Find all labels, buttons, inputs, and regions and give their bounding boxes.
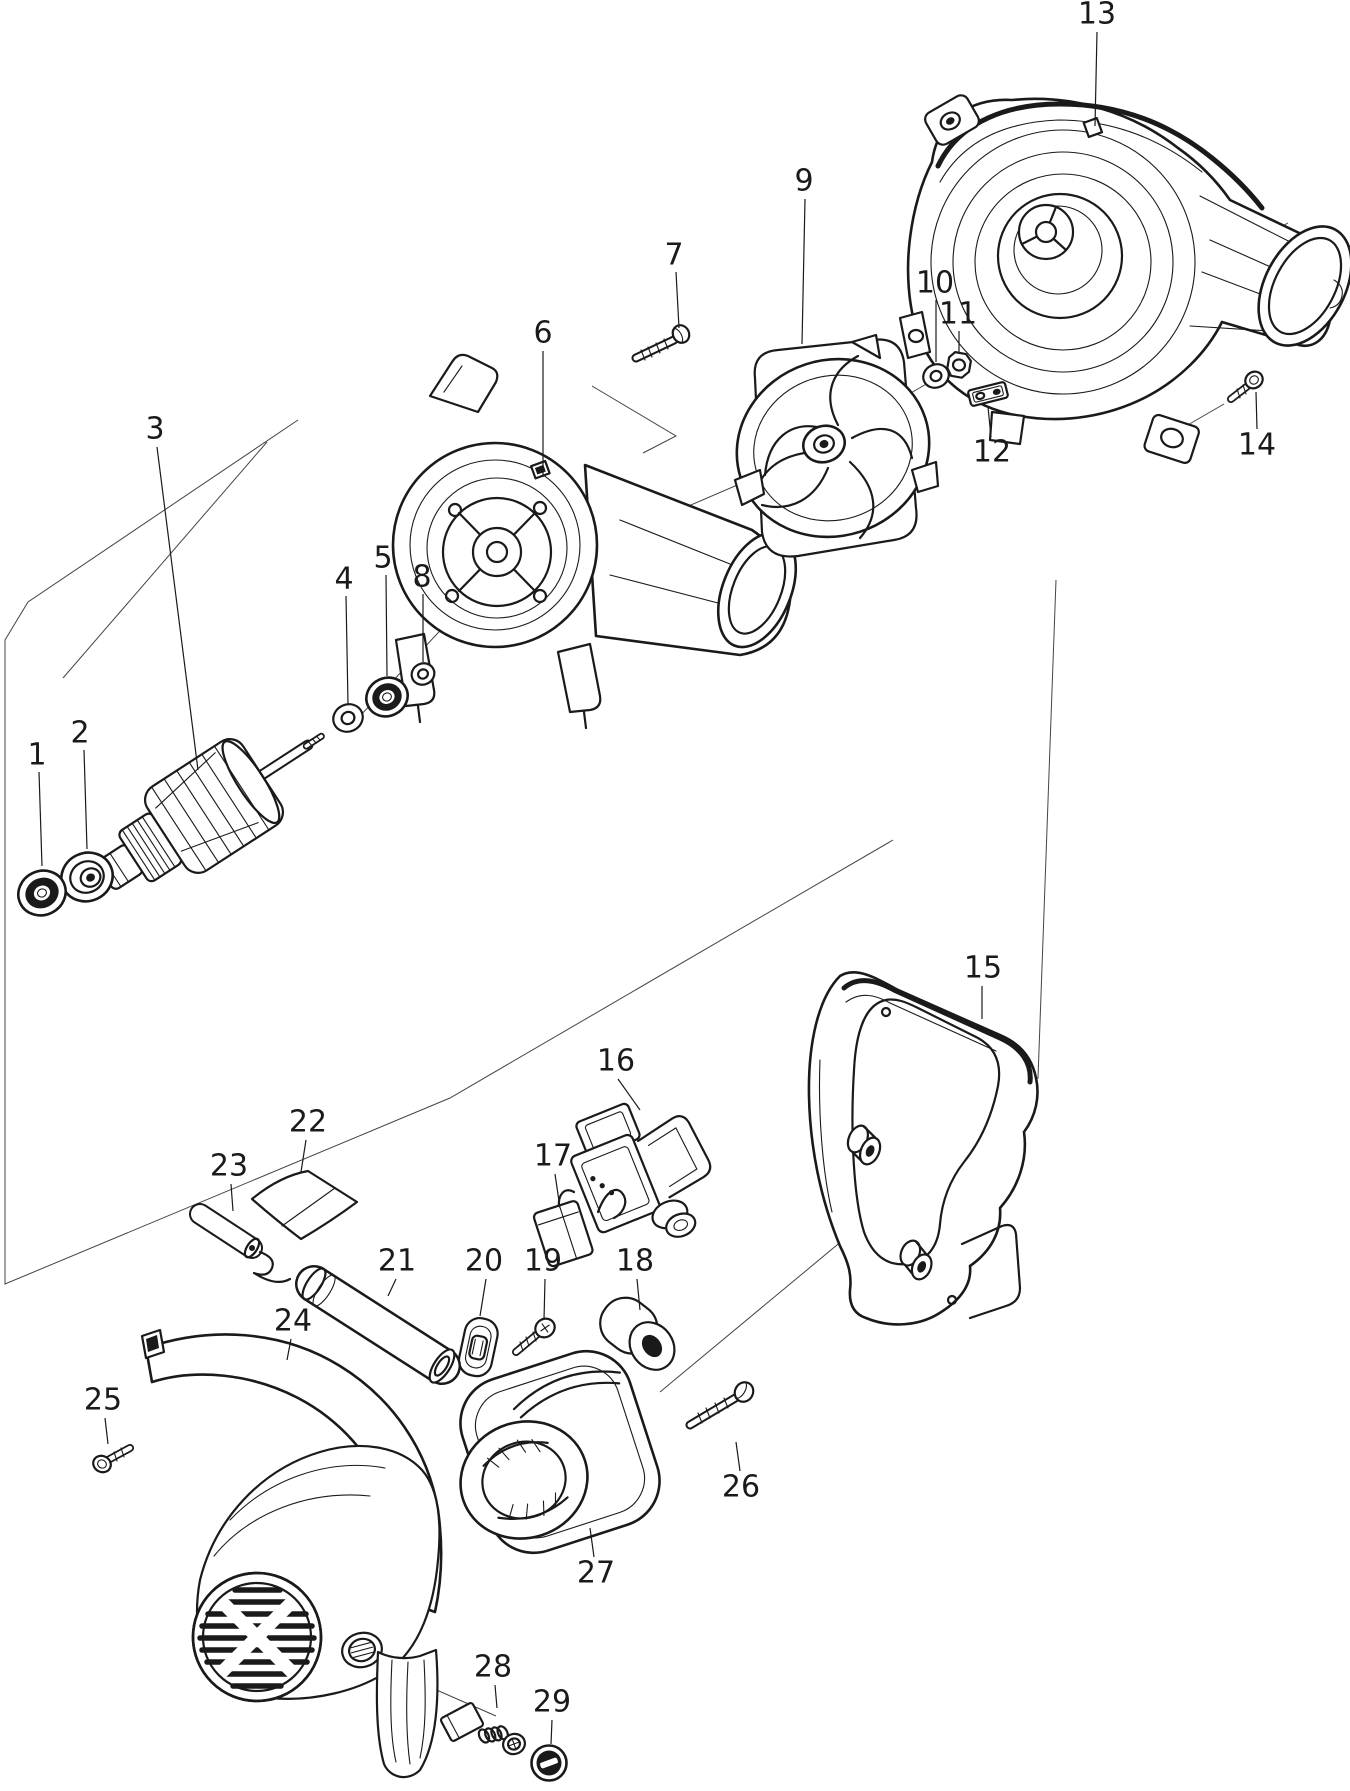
part-23-tube-drawing <box>189 1203 292 1284</box>
part-29-brush-cap-drawing <box>530 1744 568 1782</box>
callout-5: 5 <box>373 541 392 576</box>
part-6-blower-housing-drawing <box>391 353 798 730</box>
callout-leader-12 <box>987 406 992 438</box>
part-8-washer-drawing <box>410 662 436 686</box>
part-9-fan-drawing <box>733 333 940 558</box>
callout-27: 27 <box>577 1556 615 1591</box>
callout-leader-29 <box>550 1719 553 1745</box>
callout-leader-7 <box>675 271 680 329</box>
part-21-grip-tube-drawing <box>295 1265 461 1385</box>
callout-3: 3 <box>145 412 164 447</box>
part-19-screw-drawing <box>512 1317 556 1356</box>
callout-leader-23 <box>230 1183 234 1212</box>
callout-29: 29 <box>533 1685 571 1720</box>
callout-leader-2 <box>83 749 88 850</box>
callout-leader-17 <box>554 1173 561 1209</box>
part-18-sleeve-drawing <box>599 1296 676 1371</box>
callout-19: 19 <box>524 1244 562 1279</box>
part-11-nut-drawing <box>946 351 972 379</box>
part-20-plate-drawing <box>457 1316 499 1378</box>
part-7-screw-drawing <box>631 324 691 363</box>
callout-17: 17 <box>534 1139 572 1174</box>
part-27-field-drawing <box>459 1349 661 1555</box>
part-3-armature-drawing <box>96 732 325 890</box>
callout-4: 4 <box>334 562 353 597</box>
callout-leader-22 <box>300 1139 307 1173</box>
callout-22: 22 <box>289 1105 327 1140</box>
callout-20: 20 <box>465 1244 503 1279</box>
part-16-switch-drawing <box>570 1102 712 1238</box>
callouts-layer: 1234567891011121314151617181920212223242… <box>27 0 1276 1745</box>
part-17-capacitor-drawing <box>532 1188 627 1268</box>
callout-11: 11 <box>939 297 977 332</box>
callout-leader-27 <box>589 1527 595 1558</box>
callout-26: 26 <box>722 1470 760 1505</box>
part-14-screw-drawing <box>1227 370 1264 403</box>
part-22-sheet-drawing <box>250 1169 359 1241</box>
callout-21: 21 <box>378 1244 416 1279</box>
part-15-handle-cover-drawing <box>807 971 1039 1326</box>
callout-7: 7 <box>664 238 683 273</box>
callout-6: 6 <box>533 316 552 351</box>
callout-leader-28 <box>494 1684 498 1709</box>
part-4-washer-drawing <box>332 703 364 733</box>
callout-leader-25 <box>104 1417 109 1445</box>
callout-leader-26 <box>735 1441 741 1472</box>
part-26-screw-drawing <box>685 1381 755 1430</box>
callout-leader-5 <box>385 574 388 677</box>
callout-leader-9 <box>801 198 806 345</box>
callout-24: 24 <box>274 1304 312 1339</box>
callout-13: 13 <box>1078 0 1116 32</box>
part-28-carbon-brush-drawing <box>439 1702 526 1756</box>
callout-25: 25 <box>84 1383 122 1418</box>
part-12-plate-drawing <box>967 381 1009 407</box>
callout-leader-21 <box>387 1278 397 1297</box>
callout-10: 10 <box>916 266 954 301</box>
part-5-bearing-drawing <box>365 676 409 718</box>
part-13-rear-cover-drawing <box>898 94 1350 464</box>
callout-leader-16 <box>617 1078 641 1111</box>
callout-23: 23 <box>210 1149 248 1184</box>
callout-leader-4 <box>345 595 349 705</box>
callout-2: 2 <box>70 716 89 751</box>
callout-8: 8 <box>412 560 431 595</box>
callout-leader-20 <box>479 1278 487 1317</box>
part-1-bearing-drawing <box>17 869 67 917</box>
callout-28: 28 <box>474 1650 512 1685</box>
callout-15: 15 <box>964 951 1002 986</box>
callout-9: 9 <box>794 164 813 199</box>
callout-1: 1 <box>27 738 46 773</box>
callout-leader-1 <box>38 771 43 867</box>
part-25-screw-drawing <box>92 1444 134 1474</box>
callout-leader-19 <box>543 1278 546 1321</box>
callout-leader-13 <box>1094 31 1098 127</box>
callout-14: 14 <box>1238 428 1276 463</box>
callout-16: 16 <box>597 1044 635 1079</box>
callout-12: 12 <box>973 435 1011 470</box>
callout-leader-18 <box>636 1278 641 1311</box>
callout-leader-24 <box>286 1338 292 1361</box>
part-24-motor-housing-drawing <box>140 1328 443 1779</box>
callout-leader-3 <box>156 446 199 771</box>
callout-18: 18 <box>616 1244 654 1279</box>
callout-leader-14 <box>1255 391 1258 430</box>
